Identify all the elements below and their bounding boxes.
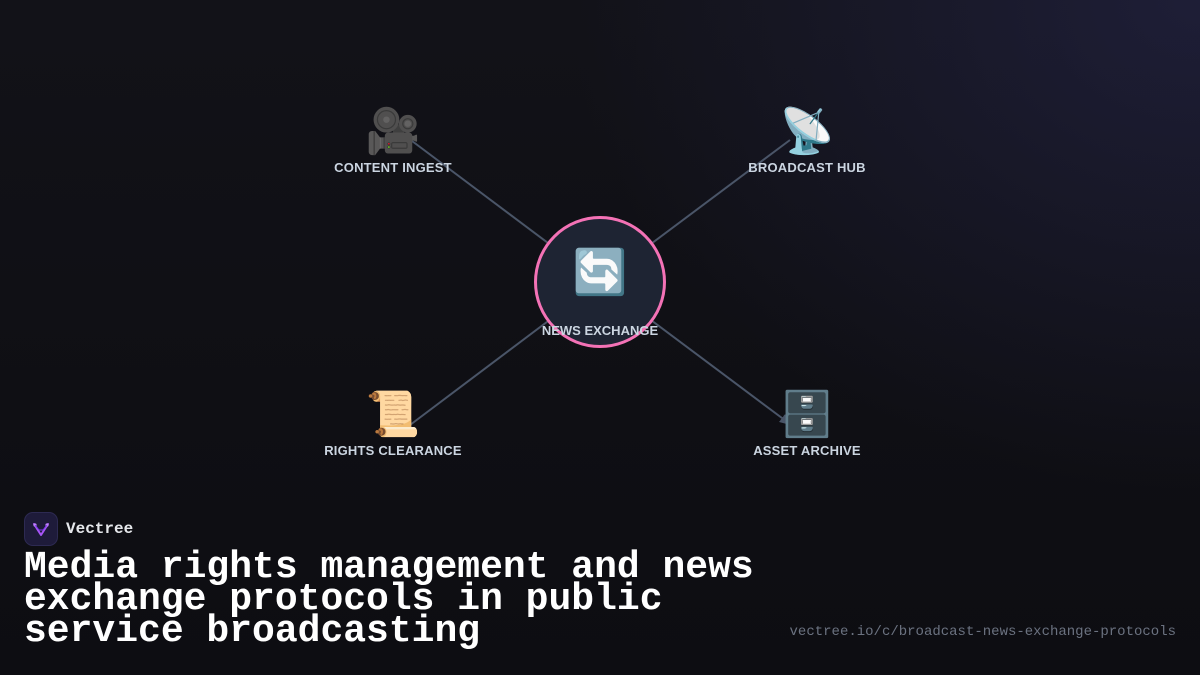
movie-camera-icon: 🎥 (365, 107, 421, 156)
node-asset-archive: 🗄️ ASSET ARCHIVE (717, 389, 897, 458)
vectree-logo-mark (33, 523, 49, 536)
hub-node-news-exchange: 🔄 NEWS EXCHANGE (534, 216, 666, 348)
node-label: RIGHTS CLEARANCE (324, 443, 462, 458)
node-label: BROADCAST HUB (748, 160, 866, 175)
page-url[interactable]: vectree.io/c/broadcast-news-exchange-pro… (789, 624, 1176, 640)
scroll-icon: 📜 (365, 390, 421, 439)
page-title: Media rights management and news exchang… (24, 546, 754, 653)
node-broadcast-hub: 📡 BROADCAST HUB (717, 106, 897, 175)
node-content-ingest: 🎥 CONTENT INGEST (303, 106, 483, 175)
vectree-logo-icon (24, 512, 58, 546)
file-cabinet-icon: 🗄️ (779, 390, 835, 439)
node-label: ASSET ARCHIVE (753, 443, 861, 458)
hub-label: NEWS EXCHANGE (541, 323, 659, 338)
brand-name: Vectree (66, 520, 134, 538)
node-rights-clearance: 📜 RIGHTS CLEARANCE (303, 389, 483, 458)
refresh-arrows-icon: 🔄 (572, 248, 628, 297)
brand: Vectree (24, 512, 133, 546)
node-label: CONTENT INGEST (334, 160, 452, 175)
satellite-dish-icon: 📡 (779, 107, 835, 156)
